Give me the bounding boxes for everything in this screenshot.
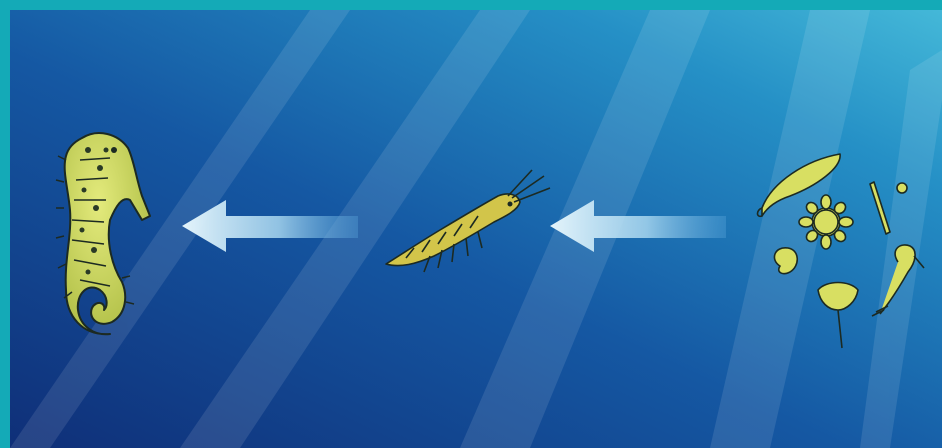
underwater-scene: [10, 10, 942, 448]
